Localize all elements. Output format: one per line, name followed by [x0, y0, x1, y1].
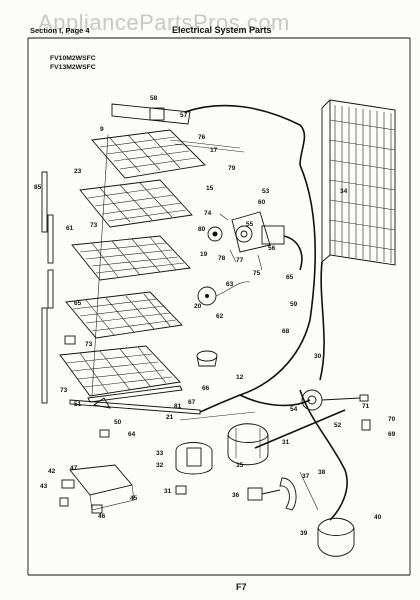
part-callout-42: 42 [48, 468, 56, 475]
part-callout-61: 61 [66, 225, 74, 232]
part-callout-31: 31 [282, 439, 290, 446]
part-callout-15: 15 [206, 185, 214, 192]
part-callout-43: 43 [40, 483, 48, 490]
part-callout-73: 73 [60, 387, 68, 394]
part-callout-81: 81 [174, 403, 182, 410]
part-callout-51: 51 [74, 401, 82, 408]
part-callout-53: 53 [262, 188, 270, 195]
part-callout-75: 75 [253, 270, 261, 277]
part-69 [361, 419, 371, 431]
part-callout-74: 74 [204, 210, 212, 217]
model-number-1: FV10M2WSFC [50, 55, 96, 62]
part-callout-20: 20 [194, 303, 202, 310]
misc-small-parts [64, 335, 111, 438]
compressor-35 [227, 423, 269, 466]
part-callout-55: 55 [246, 221, 254, 228]
part-callout-19: 19 [200, 251, 208, 258]
terminal-bracket [59, 464, 135, 514]
page-code: F7 [236, 582, 247, 592]
part-callout-64: 64 [128, 431, 136, 438]
air-duct-79 [169, 139, 245, 153]
part-callout-36: 36 [232, 492, 240, 499]
shelf-rails [41, 171, 54, 404]
part-callout-73: 73 [90, 222, 98, 229]
part-callout-12: 12 [236, 374, 244, 381]
bottom-trim [69, 399, 201, 415]
part-callout-21: 21 [166, 414, 174, 421]
part-callout-38: 38 [318, 469, 326, 476]
part-callout-33: 33 [156, 450, 164, 457]
part-callout-9: 9 [100, 126, 104, 133]
wiring-harness [179, 164, 348, 521]
watermark: AppliancePartsPros.com [38, 10, 290, 35]
shelf-17 [91, 129, 206, 179]
start-relay-33 [175, 442, 213, 495]
part-callout-40: 40 [374, 514, 382, 521]
part-callout-69: 69 [388, 431, 396, 438]
part-callout-62: 62 [216, 313, 224, 320]
part-callout-35: 35 [236, 462, 244, 469]
thermostat [197, 281, 251, 306]
part-callout-52: 52 [334, 422, 342, 429]
part-callout-46: 46 [98, 513, 106, 520]
part-callout-78: 78 [218, 255, 226, 262]
part-callout-30: 30 [314, 353, 322, 360]
part-64 [99, 429, 110, 438]
part-callout-76: 76 [198, 134, 206, 141]
part-callout-32: 32 [156, 462, 164, 469]
light-housing [111, 103, 306, 166]
part-callout-57: 57 [180, 112, 188, 119]
page-title: Electrical System Parts [172, 25, 272, 35]
shelf-21 [59, 345, 181, 397]
part-callout-70: 70 [388, 416, 396, 423]
timer-motor [235, 225, 253, 243]
part-callout-77: 77 [236, 257, 244, 264]
fan-blade [207, 226, 223, 242]
part-callout-37: 37 [302, 473, 310, 480]
part-callout-50: 50 [114, 419, 122, 426]
evaporator-coil [319, 99, 396, 381]
fan-motor [261, 225, 285, 245]
part-callout-65: 65 [74, 300, 82, 307]
part-callout-71: 71 [362, 403, 370, 410]
section-label: Section I, Page 4 [30, 26, 90, 35]
shelf-20 [65, 291, 183, 339]
part-callout-73: 73 [85, 341, 93, 348]
part-callout-65: 65 [286, 274, 294, 281]
part-callout-68: 68 [282, 328, 290, 335]
part-callout-85: 85 [34, 184, 42, 191]
model-number-2: FV13M2WSFC [50, 64, 96, 71]
part-callout-58: 58 [150, 95, 158, 102]
part-callout-66: 66 [202, 385, 210, 392]
part-callout-56: 56 [268, 245, 276, 252]
part-callout-67: 67 [188, 399, 196, 406]
ice-tray-12 [196, 350, 218, 367]
defrost-relay [301, 389, 371, 431]
part-callout-59: 59 [290, 301, 298, 308]
switch-assembly [247, 471, 319, 511]
shelf-19 [71, 235, 191, 281]
part-callout-45: 45 [130, 495, 138, 502]
part-callout-60: 60 [258, 199, 266, 206]
part-callout-54: 54 [290, 406, 298, 413]
part-callout-34: 34 [340, 188, 348, 195]
part-callout-31: 31 [164, 488, 172, 495]
part-callout-63: 63 [226, 281, 234, 288]
part-callout-23: 23 [74, 168, 82, 175]
wire-shelves [59, 129, 206, 415]
drain-pan-40 [317, 517, 355, 557]
part-callout-39: 39 [300, 530, 308, 537]
part-callout-47: 47 [70, 465, 78, 472]
part-callout-79: 79 [228, 165, 236, 172]
shelf-15 [79, 179, 193, 228]
part-31 [175, 485, 187, 495]
part-callout-17: 17 [210, 147, 218, 154]
part-callout-80: 80 [198, 226, 206, 233]
defrost-timer-assembly [207, 211, 303, 271]
